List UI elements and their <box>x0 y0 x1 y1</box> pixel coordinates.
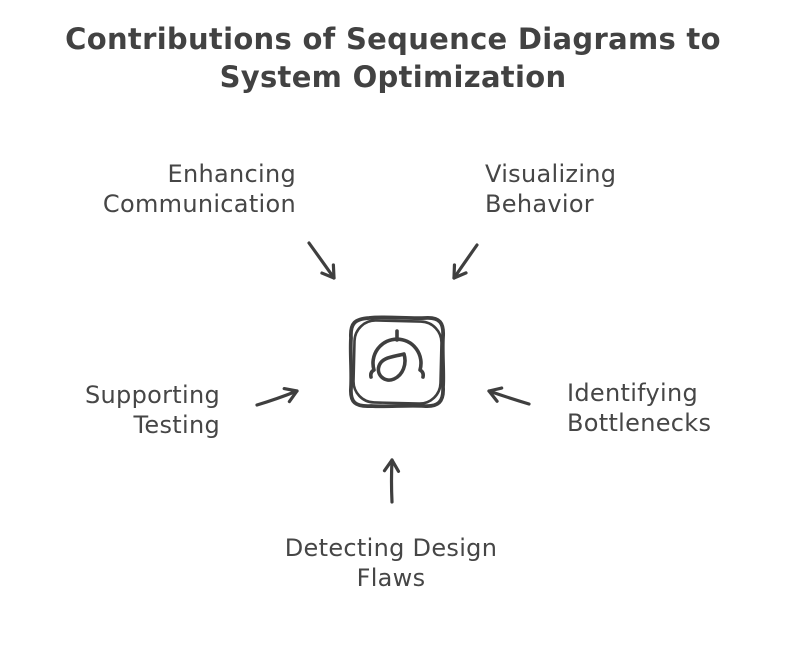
node-label-line: Behavior <box>485 190 594 218</box>
node-label-line: Visualizing <box>485 160 617 188</box>
node-supporting-testing: Supporting Testing <box>40 380 220 440</box>
title-line-1: Contributions of Sequence Diagrams to <box>65 22 721 56</box>
node-identifying-bottlenecks: Identifying Bottlenecks <box>567 378 767 438</box>
node-detecting-design-flaws: Detecting Design Flaws <box>241 533 541 593</box>
title-line-2: System Optimization <box>219 60 567 94</box>
arrow-visualizing-to-center <box>452 243 479 280</box>
node-label-line: Identifying <box>567 379 699 407</box>
node-label-line: Detecting Design <box>284 534 498 562</box>
node-label-line: Communication <box>102 190 296 218</box>
arrow-enhancing-to-center <box>307 241 336 280</box>
node-enhancing-communication: Enhancing Communication <box>46 159 296 219</box>
page-title: Contributions of Sequence Diagrams to Sy… <box>0 20 786 96</box>
node-label-line: Enhancing <box>167 160 296 188</box>
arrow-detecting-to-center <box>382 458 401 504</box>
gauge-icon <box>348 315 446 409</box>
arrow-identifying-to-center <box>487 386 531 406</box>
node-label-line: Testing <box>133 411 220 439</box>
node-visualizing-behavior: Visualizing Behavior <box>485 159 705 219</box>
node-label-line: Supporting <box>85 381 220 409</box>
arrow-supporting-to-center <box>255 386 299 407</box>
node-label-line: Flaws <box>356 564 426 592</box>
node-label-line: Bottlenecks <box>567 409 712 437</box>
